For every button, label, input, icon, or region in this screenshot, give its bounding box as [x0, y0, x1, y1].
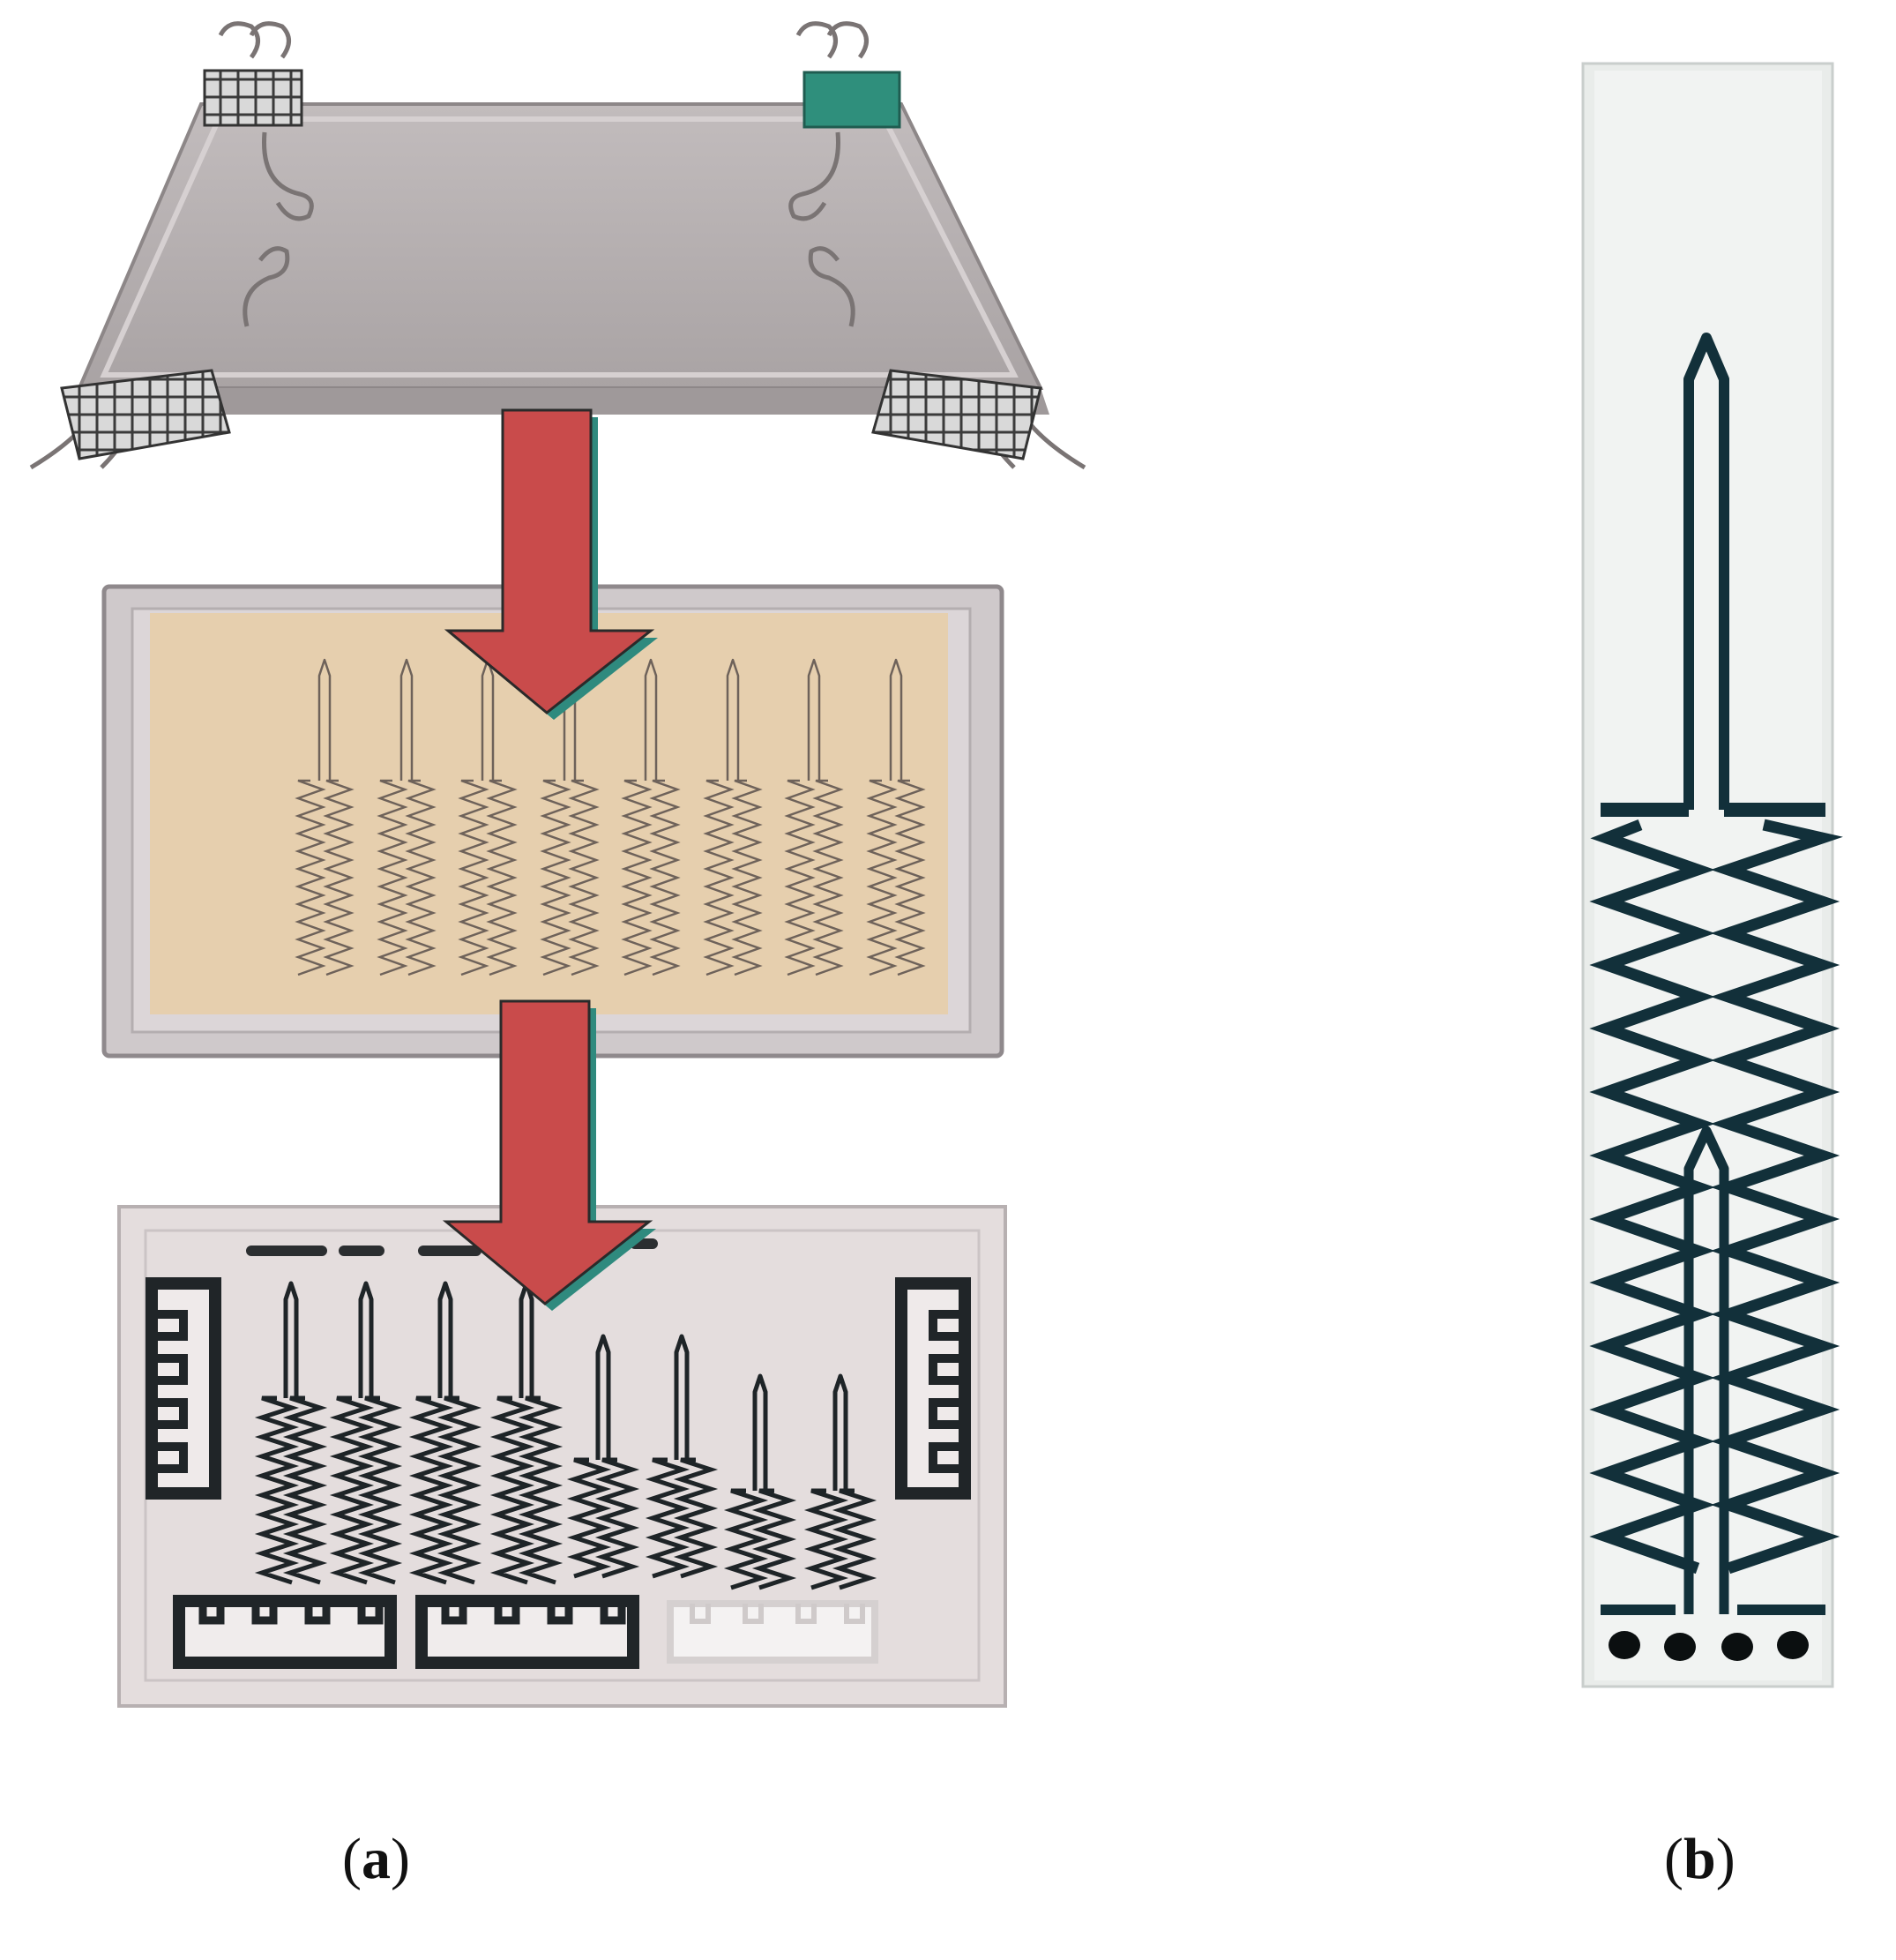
device-unit — [645, 1334, 719, 1579]
bottom-port-bar-1 — [173, 1595, 397, 1669]
device-channel-set — [254, 1281, 877, 1590]
paper-pattern-photo — [101, 584, 1004, 1059]
single-chip-photo — [1581, 62, 1843, 1688]
binder-clip-icon — [802, 71, 901, 129]
pattern-unit — [295, 658, 355, 976]
pattern-unit — [703, 658, 763, 976]
chip-zigzag-left — [1589, 819, 1715, 1575]
side-port-block-right — [895, 1277, 971, 1500]
process-arrow-2 — [442, 999, 656, 1311]
pattern-unit — [377, 658, 437, 976]
side-port-block-left — [146, 1277, 221, 1500]
device-unit — [723, 1373, 797, 1590]
clamped-mold-photo — [29, 21, 1086, 470]
chip-channel — [1589, 333, 1843, 1615]
pattern-unit — [621, 658, 681, 976]
chip-ports — [1609, 1631, 1809, 1661]
device-unit — [803, 1373, 877, 1590]
port-hole-icon — [1664, 1633, 1696, 1661]
pattern-unit — [784, 658, 844, 976]
chip-needle — [1683, 333, 1729, 810]
panel-a-label: (a) — [342, 1827, 410, 1891]
pattern-set — [295, 658, 926, 976]
port-hole-icon — [1609, 1631, 1640, 1659]
port-hole-icon — [1721, 1633, 1753, 1661]
process-arrow-1 — [444, 408, 658, 720]
binder-clip-icon — [203, 69, 303, 127]
panel-b-label: (b) — [1664, 1827, 1736, 1891]
bottom-port-bar-2 — [415, 1595, 639, 1669]
device-unit — [254, 1281, 328, 1585]
device-unit — [408, 1281, 482, 1585]
binder-clip-icon — [60, 369, 231, 460]
device-unit — [329, 1281, 403, 1585]
port-hole-icon — [1777, 1631, 1809, 1659]
device-unit — [566, 1334, 640, 1579]
pattern-unit — [866, 658, 926, 976]
chip-lower-needle — [1683, 1126, 1729, 1614]
bottom-port-bar-3 — [667, 1600, 878, 1664]
binder-clip-icon — [871, 369, 1042, 460]
